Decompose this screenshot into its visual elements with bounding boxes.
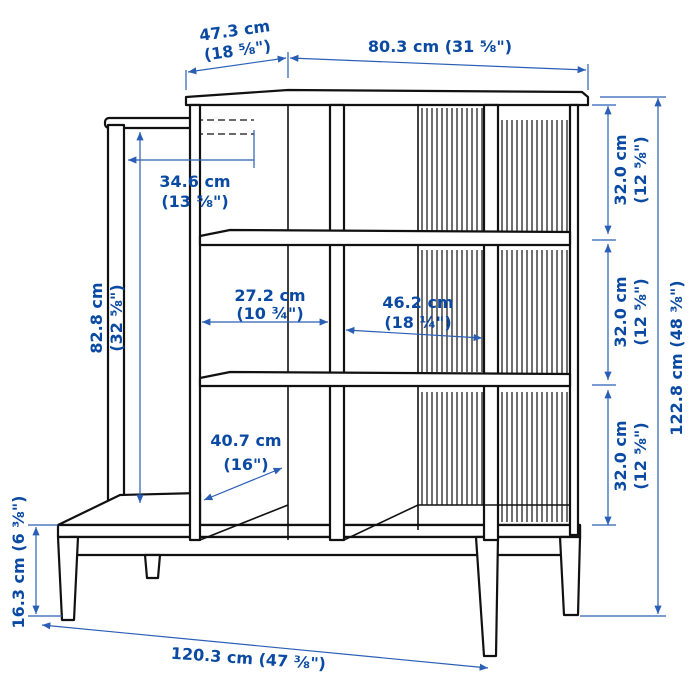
shelf-depth-in: (10 ¾") xyxy=(236,304,303,323)
shelf-width-cm: 46.2 cm xyxy=(382,293,453,312)
rail-depth-cm: 34.6 cm xyxy=(159,172,230,191)
shelf-lower xyxy=(198,370,572,388)
dimension-labels: 47.3 cm (18 ⅝") 80.3 cm (31 ⅝") 34.6 cm … xyxy=(9,16,686,673)
leg-front-right xyxy=(474,535,500,658)
top-board xyxy=(184,88,590,107)
compartment-bottom-cm: 32.0 cm xyxy=(611,420,630,491)
compartment-top-cm: 32.0 cm xyxy=(611,134,630,205)
rail-height-in: (32 ⅝") xyxy=(107,284,126,351)
leg-back-right xyxy=(558,535,582,617)
dimension-lines xyxy=(28,52,666,671)
slat-panel xyxy=(421,108,568,522)
compartment-top-in: (12 ⅝") xyxy=(631,136,650,203)
compartment-bottom-in: (12 ⅝") xyxy=(631,422,650,489)
rail-depth-in: (13 ⅝") xyxy=(161,192,228,211)
top-width-label: 80.3 cm (31 ⅝") xyxy=(368,37,512,56)
bench-height-label: 16.3 cm (6 ⅜") xyxy=(9,496,28,629)
shelf-width-in: (18 ¼") xyxy=(384,313,451,332)
post-back-right xyxy=(568,103,580,537)
post-right xyxy=(482,103,500,542)
total-width-label: 120.3 cm (47 ⅜") xyxy=(170,644,326,674)
shelving-unit-drawing: /* placeholder */ xyxy=(56,88,590,658)
compartment-middle-cm: 32.0 cm xyxy=(611,276,630,347)
compartment-middle-in: (12 ⅝") xyxy=(631,278,650,345)
bench-depth-cm: 40.7 cm xyxy=(210,431,281,450)
bench-depth-in: (16") xyxy=(223,455,268,474)
post-middle xyxy=(328,103,346,542)
rail-hidden-line xyxy=(196,119,254,135)
shelf-depth-cm: 27.2 cm xyxy=(234,286,305,305)
post-left xyxy=(188,103,202,542)
rail-height-cm: 82.8 cm xyxy=(87,282,106,353)
leg-back-left xyxy=(143,553,162,580)
leg-front-left xyxy=(56,535,80,622)
total-height-label: 122.8 cm (48 ⅜") xyxy=(667,280,686,435)
shelf-upper xyxy=(198,228,572,247)
